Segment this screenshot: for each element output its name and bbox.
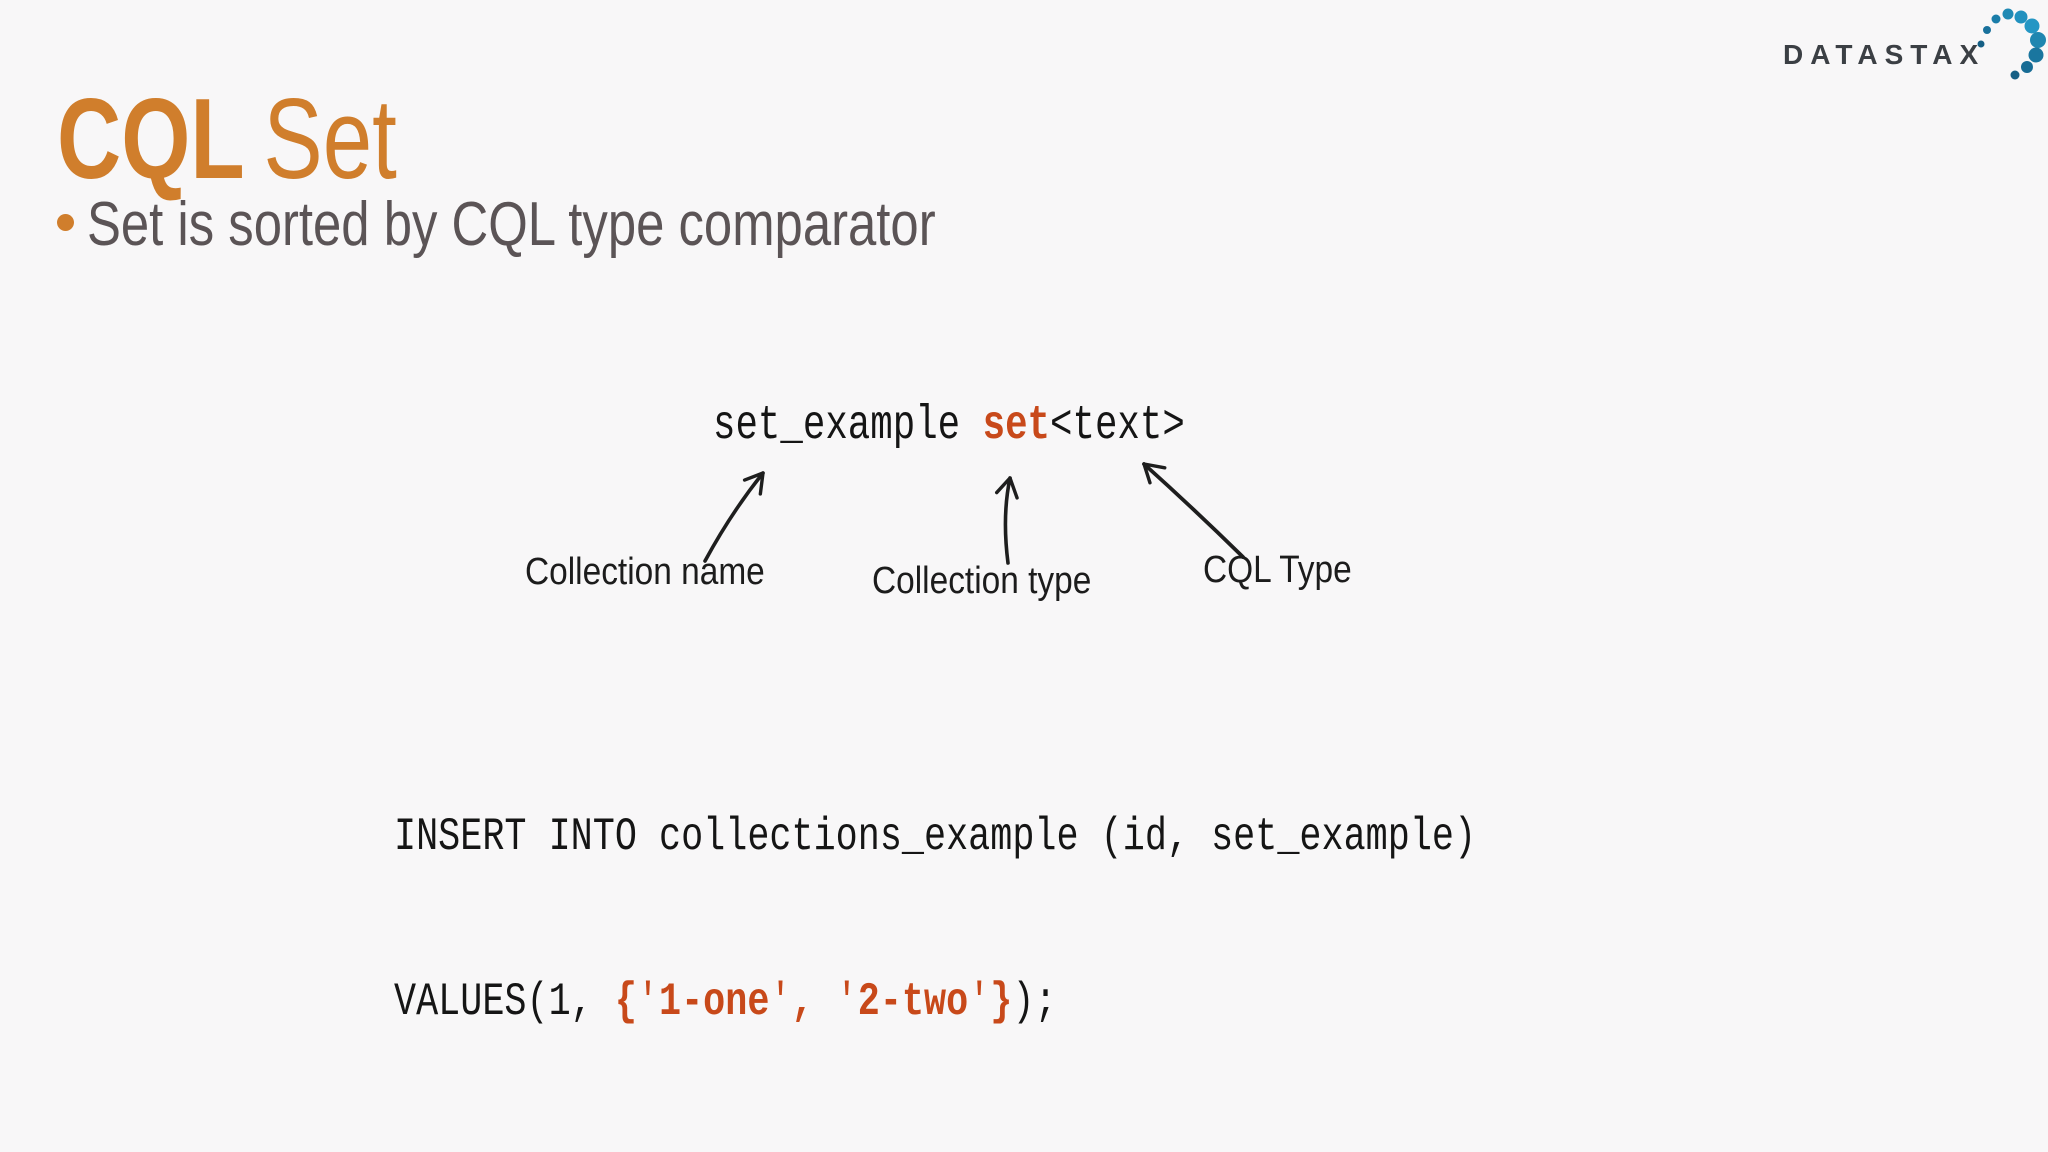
logo-dot: [2014, 10, 2028, 24]
logo-dot: [2028, 47, 2044, 63]
page-title-emphasis: CQL: [57, 76, 245, 204]
datastax-wordmark: DATASTAX: [1783, 39, 1986, 70]
bullet-item: Set is sorted by CQL type comparator: [57, 181, 1122, 259]
arrow-collection-name-icon: [703, 471, 765, 563]
insert-statement-line2: VALUES(1, {'1-one', '2-two'});: [394, 976, 1057, 1028]
type-declaration-code: set_example set<text>: [713, 399, 1185, 453]
logo-dot: [1983, 26, 1991, 34]
insert-statement-line1: INSERT INTO collections_example (id, set…: [394, 811, 1477, 863]
label-collection-name: Collection name: [525, 551, 765, 593]
arrow-collection-type-icon: [995, 476, 1019, 565]
logo-dot: [2002, 8, 2014, 20]
logo-dot: [2010, 70, 2020, 80]
bullet-text: Set is sorted by CQL type comparator: [87, 190, 936, 259]
insert-statement-code: INSERT INTO collections_example (id, set…: [394, 700, 1476, 1085]
logo-dot: [2021, 61, 2033, 73]
bullet-icon: [57, 214, 74, 231]
page-title-rest: Set: [263, 76, 397, 204]
arrow-cql-type-icon: [1142, 462, 1245, 559]
label-cql-type: CQL Type: [1203, 549, 1352, 591]
logo-dot: [2030, 32, 2046, 48]
logo-dot: [1977, 40, 1985, 48]
logo-dot: [1991, 14, 2001, 24]
label-collection-type: Collection type: [872, 560, 1092, 602]
datastax-dots-icon: [1977, 8, 2046, 80]
logo-dot: [2024, 18, 2040, 34]
